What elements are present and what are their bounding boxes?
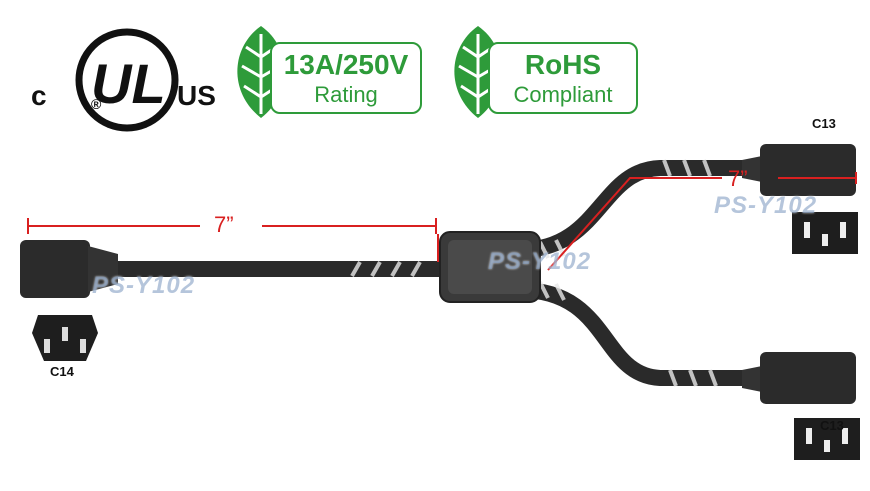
c14-outlet-face-icon (30, 313, 100, 363)
ul-certification-mark: c UL ® US (25, 25, 225, 135)
c13-bottom-connector-body (760, 352, 856, 404)
rohs-badge: RoHS Compliant (488, 42, 638, 114)
y-splitter-cable (0, 130, 870, 450)
ul-center-mark: UL (91, 52, 166, 115)
ul-us-mark: US (177, 80, 216, 111)
c14-plug-body (20, 240, 90, 298)
watermark-center: PS-Y102 (488, 248, 592, 275)
rating-badge-line2: Rating (314, 82, 378, 107)
ul-c-mark: c (31, 80, 47, 111)
main-dimension-line (27, 218, 439, 262)
c13-bottom-outlet-face-icon (792, 414, 862, 464)
watermark-left: PS-Y102 (92, 272, 196, 299)
registered-symbol: ® (91, 96, 102, 112)
rohs-badge-line1: RoHS (524, 49, 602, 80)
ul-ring-icon (75, 28, 179, 132)
branch-length-label: 7” (728, 166, 748, 191)
connector-label-c13-top: C13 (812, 116, 836, 131)
rating-badge: 13A/250V Rating (270, 42, 422, 114)
c13-top-outlet-face-icon (790, 208, 860, 258)
connector-label-c14: C14 (50, 364, 74, 379)
main-length-label: 7” (214, 212, 234, 237)
connector-label-c13-bottom: C13 (820, 418, 844, 433)
rating-badge-line1: 13A/250V (283, 49, 409, 80)
upper-branch-cable (512, 160, 753, 258)
c13-top-connector-body (760, 144, 856, 196)
main-cable (110, 261, 450, 277)
rohs-badge-line2: Compliant (513, 82, 613, 107)
watermark-right: PS-Y102 (714, 192, 818, 219)
branch-dimension-line (547, 172, 857, 271)
lower-branch-cable (512, 282, 753, 386)
